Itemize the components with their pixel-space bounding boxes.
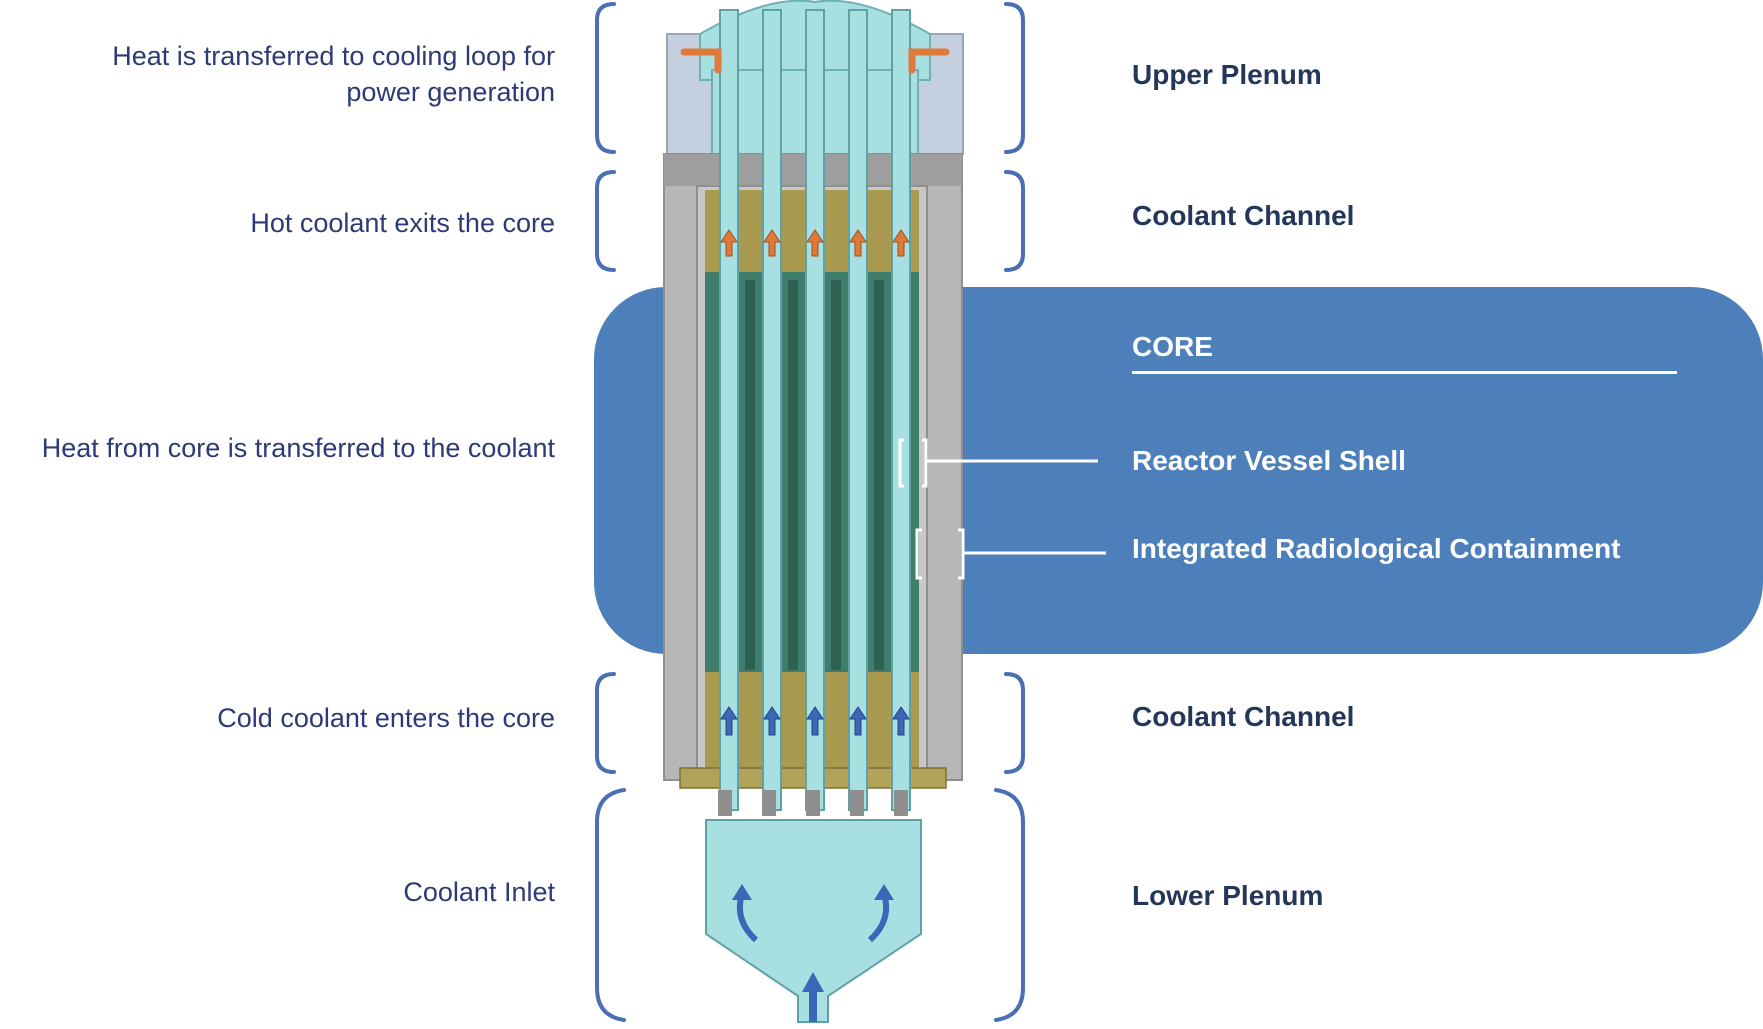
bracket-left-upper-plenum [595, 2, 616, 154]
bracket-right-lower-plenum [994, 788, 1025, 1022]
bracket-left-coolant-channel-top [595, 170, 616, 272]
label-hot-coolant-exits: Hot coolant exits the core [250, 208, 555, 238]
coolant-tube-4 [848, 9, 868, 811]
lower-plenum-vessel [705, 819, 922, 1023]
coolant-tube-3 [805, 9, 825, 811]
cold-arrow-2 [763, 706, 781, 736]
inlet-arrow-shaft [809, 990, 817, 1022]
core-heading-rule [1132, 371, 1677, 374]
label-cold-coolant-enters: Cold coolant enters the core [217, 703, 555, 733]
hot-arrow-1 [720, 229, 738, 257]
cold-arrow-3 [806, 706, 824, 736]
coolant-tube-1 [719, 9, 739, 811]
label-core-heading: CORE [1132, 331, 1213, 362]
label-coolant-inlet: Coolant Inlet [403, 877, 555, 907]
bracket-right-coolant-channel-top [1004, 170, 1025, 272]
cold-arrow-4 [849, 706, 867, 736]
cold-arrow-1 [720, 706, 738, 736]
coolant-tube-5 [891, 9, 911, 811]
inlet-arrow-head [802, 972, 824, 992]
bracket-right-upper-plenum [1004, 2, 1025, 154]
label-heat-to-cooling-loop: Heat is transferred to cooling loop for … [0, 38, 555, 110]
bracket-left-coolant-channel-bottom [595, 672, 616, 774]
hot-arrow-2 [763, 229, 781, 257]
hot-arrow-3 [806, 229, 824, 257]
cooling-loop-pipe-left [680, 48, 722, 74]
label-line-1: Heat is transferred to cooling loop for [112, 41, 555, 71]
label-upper-plenum: Upper Plenum [1132, 59, 1322, 90]
coolant-tube-2 [762, 9, 782, 811]
bracket-right-coolant-channel-bottom [1004, 672, 1025, 774]
bracket-left-lower-plenum [595, 788, 626, 1022]
hot-arrow-5 [892, 229, 910, 257]
cold-arrow-5 [892, 706, 910, 736]
label-coolant-channel-bottom: Coolant Channel [1132, 701, 1355, 732]
cooling-loop-pipe-right [908, 48, 950, 74]
label-reactor-vessel-shell: Reactor Vessel Shell [1132, 445, 1406, 476]
label-heat-from-core: Heat from core is transferred to the coo… [41, 433, 555, 463]
shell-callout-bracket [898, 438, 928, 488]
label-integrated-radiological-containment: Integrated Radiological Containment [1132, 533, 1621, 564]
hot-arrow-4 [849, 229, 867, 257]
label-coolant-channel-top: Coolant Channel [1132, 200, 1355, 231]
label-lower-plenum: Lower Plenum [1132, 880, 1324, 911]
label-line-2: power generation [346, 77, 555, 107]
